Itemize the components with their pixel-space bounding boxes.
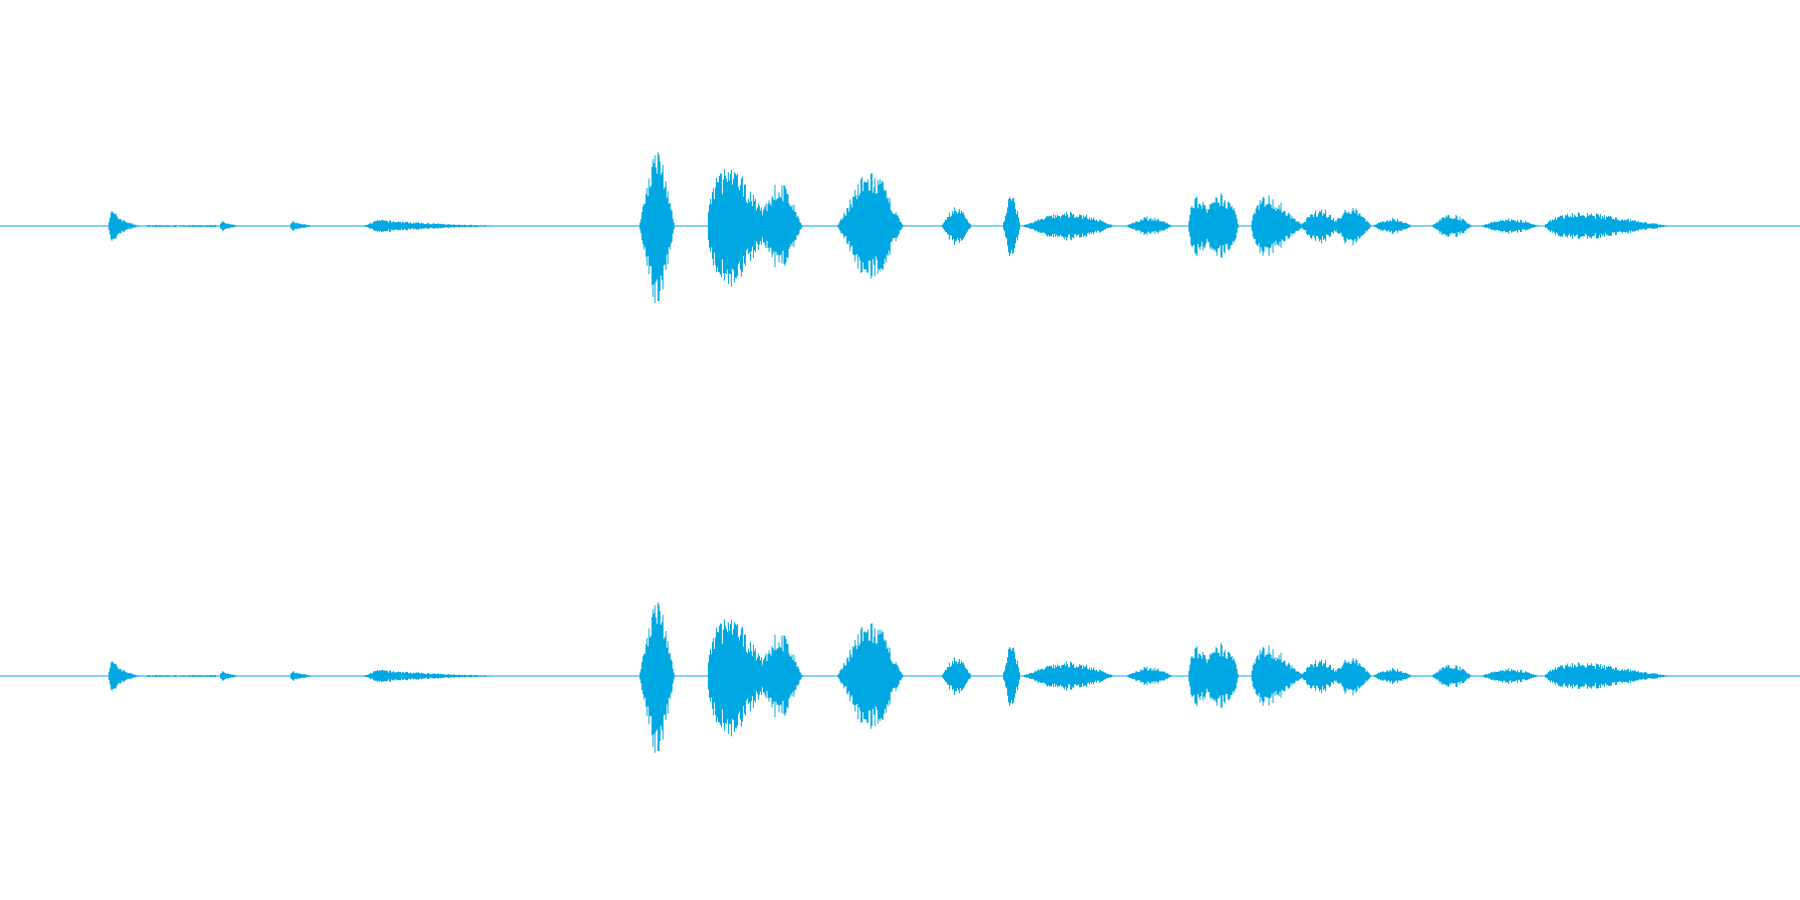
waveform-segment — [1021, 661, 1117, 691]
waveform-segment — [756, 184, 803, 268]
waveform-segment — [1188, 643, 1239, 708]
waveform-segment — [1251, 195, 1305, 256]
waveform-segment — [639, 152, 675, 303]
waveform-segment — [1431, 214, 1473, 238]
waveform-segment — [837, 623, 904, 729]
waveform-segment — [1003, 647, 1021, 707]
waveform-segment — [364, 220, 531, 233]
waveform-segment — [290, 221, 318, 231]
waveform-segment — [941, 207, 972, 245]
waveform-segment — [147, 225, 217, 227]
waveform-segment — [1544, 662, 1673, 689]
waveform-segment — [1372, 667, 1414, 685]
waveform-segment — [1480, 668, 1540, 684]
waveform-segment — [364, 670, 531, 683]
waveform-segment — [1480, 218, 1540, 234]
waveform-segment — [220, 671, 244, 681]
waveform-segment — [1188, 193, 1239, 258]
waveform-segment — [1125, 666, 1174, 686]
waveform-segment — [1332, 658, 1372, 696]
waveform-segment — [1021, 211, 1117, 241]
channel-1-waveform[interactable] — [0, 152, 1800, 303]
waveform-segment — [1332, 208, 1372, 246]
waveform-segment — [108, 211, 145, 241]
waveform-segment — [147, 675, 217, 677]
waveform-segment — [1372, 217, 1414, 235]
waveform-segment — [290, 671, 318, 681]
waveform-segment — [1003, 197, 1021, 257]
waveform-segment — [1544, 212, 1673, 239]
waveform-segment — [1431, 664, 1473, 688]
waveform-segment — [220, 221, 244, 231]
waveform-segment — [941, 657, 972, 695]
waveform-segment — [639, 602, 675, 753]
waveform-segment — [108, 661, 145, 691]
channel-2-waveform[interactable] — [0, 602, 1800, 753]
waveform-segment — [756, 634, 803, 718]
waveform-segment — [1125, 216, 1174, 236]
waveform-segment — [1251, 645, 1305, 706]
waveform-segment — [837, 173, 904, 279]
